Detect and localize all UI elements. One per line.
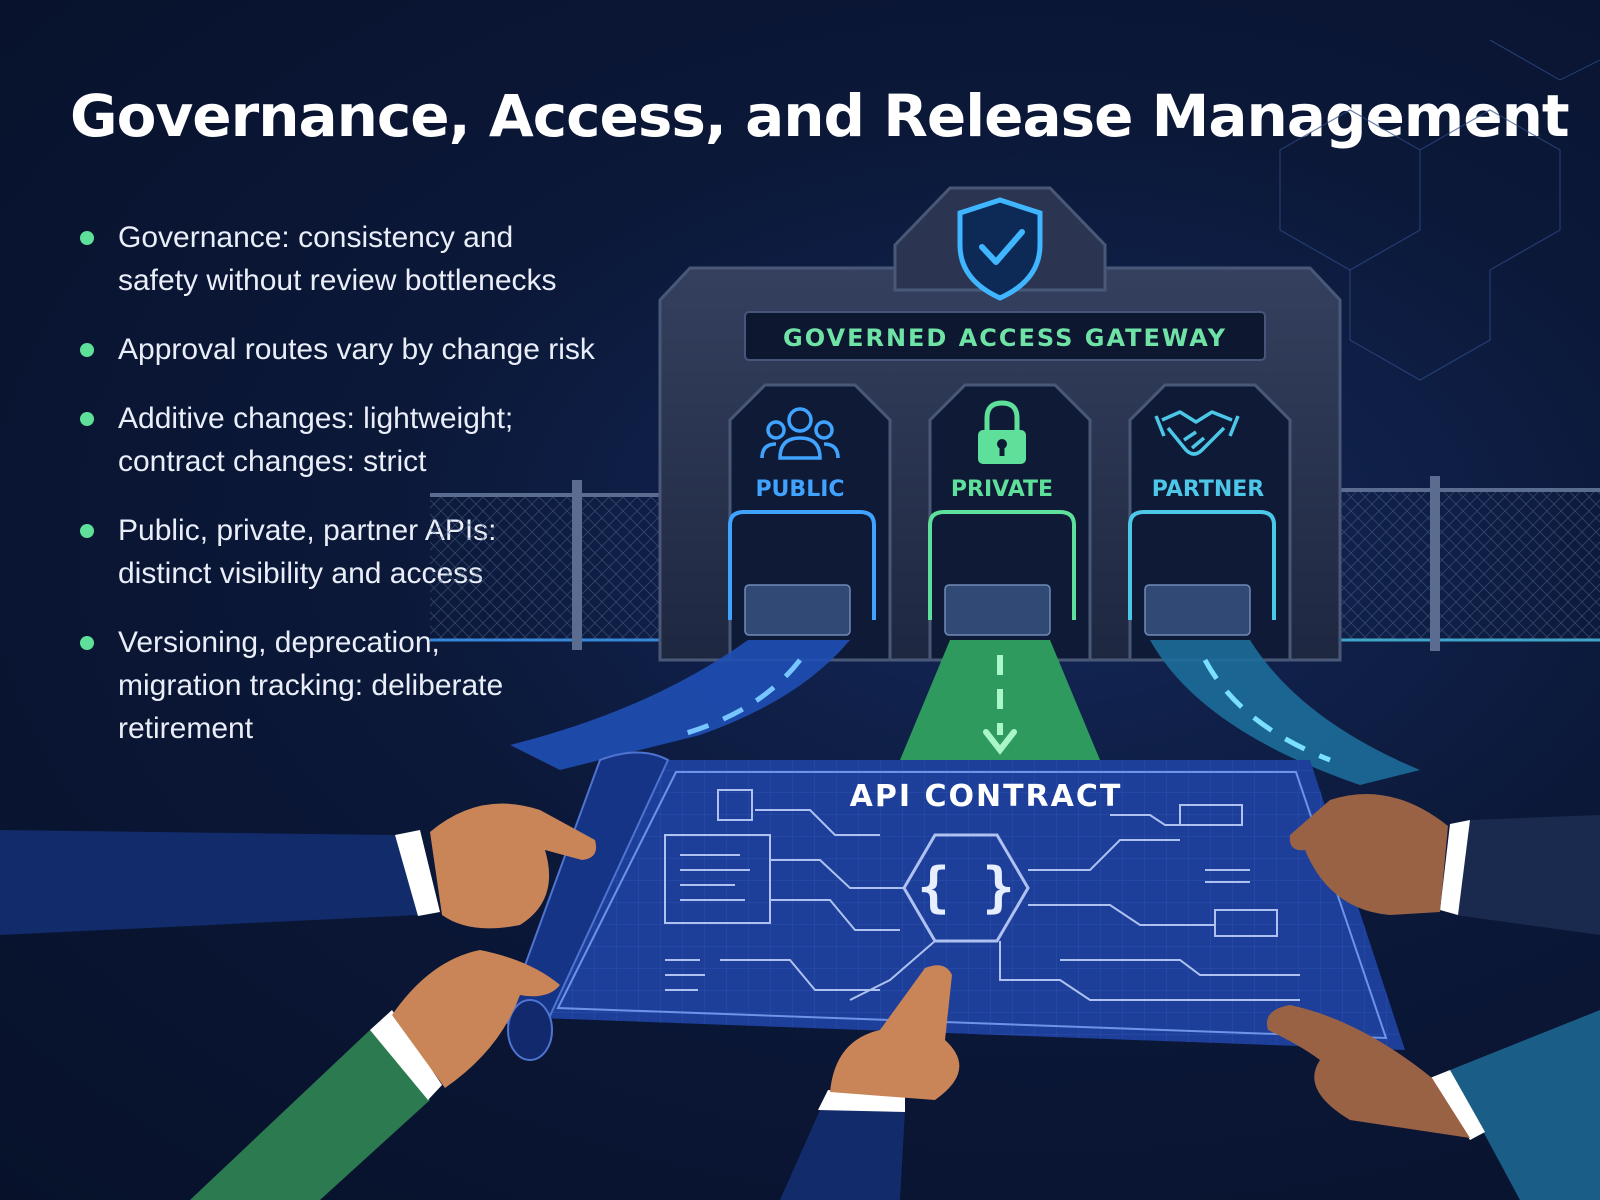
bullet-line: retirement — [118, 712, 254, 745]
contract-title: API CONTRACT — [850, 779, 1123, 814]
shield-check-icon — [957, 197, 1043, 301]
bullet-line: Governance: consistency and — [118, 221, 514, 254]
hand-left-top — [0, 803, 597, 935]
hand-right-top — [1289, 793, 1600, 935]
bullet-list: Governance: consistency and safety withou… — [78, 216, 638, 776]
curly-braces-icon: { } — [917, 856, 1015, 919]
gateway-sign: GOVERNED ACCESS GATEWAY — [783, 324, 1227, 352]
bullet-item: Approval routes vary by change risk — [78, 328, 638, 371]
bullet-dot-icon — [80, 412, 94, 426]
page-title: Governance, Access, and Release Manageme… — [70, 82, 1570, 150]
lane-label-private: PRIVATE — [951, 477, 1053, 502]
bullet-line: Approval routes vary by change risk — [118, 333, 595, 366]
bullet-item: Governance: consistency and safety withou… — [78, 216, 638, 302]
bullet-line: safety without review bottlenecks — [118, 264, 557, 297]
bullet-line: distinct visibility and access — [118, 557, 484, 590]
lane-label-public: PUBLIC — [755, 477, 844, 502]
bullet-line: Additive changes: lightweight; — [118, 402, 514, 435]
blueprint-diagram — [664, 789, 1300, 1001]
hand-right-bottom — [1266, 1005, 1600, 1200]
fence-right — [1335, 476, 1600, 651]
hand-left-bottom — [190, 950, 560, 1200]
bullet-dot-icon — [80, 636, 94, 650]
bullet-line: migration tracking: deliberate — [118, 669, 504, 702]
lane-roads — [510, 640, 1420, 785]
bullet-dot-icon — [80, 343, 94, 357]
bullet-dot-icon — [80, 524, 94, 538]
bullet-line: Versioning, deprecation, — [118, 626, 440, 659]
people-group-icon — [760, 407, 840, 460]
padlock-icon — [978, 400, 1026, 464]
blueprint — [503, 751, 1405, 1061]
bullet-line: contract changes: strict — [118, 445, 427, 478]
bullet-dot-icon — [80, 231, 94, 245]
bullet-item: Versioning, deprecation, migration tracki… — [78, 621, 638, 750]
hand-center — [780, 965, 960, 1200]
bullet-item: Additive changes: lightweight; contract c… — [78, 397, 638, 483]
network-lines — [1279, 39, 1600, 381]
fence-left — [430, 480, 660, 650]
handshake-icon — [1154, 410, 1240, 456]
lane-label-partner: PARTNER — [1152, 477, 1265, 502]
